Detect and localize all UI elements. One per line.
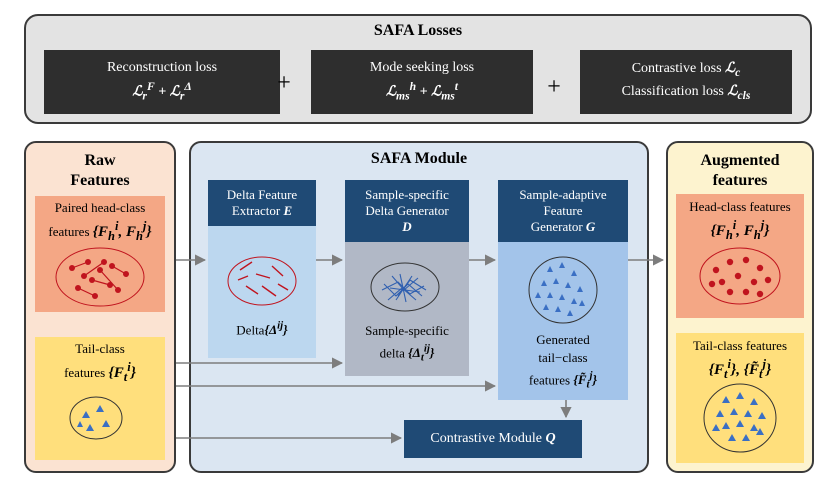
classification-loss-symbol: ℒcls [727, 84, 751, 102]
delta-feature-extractor-header: Delta Feature Extractor E [208, 180, 316, 226]
feat-gen-symbol: G [585, 219, 596, 234]
sample-specific-delta-cluster [370, 262, 440, 312]
delta-gen-line1: Sample-specific [365, 187, 449, 202]
reconstruction-loss-formula: ℒrF + ℒrΔ [132, 80, 192, 103]
tail-class-box [35, 337, 165, 460]
extractor-line2: Extractor [231, 203, 281, 218]
paired-head-class-box [35, 196, 165, 312]
gen-caption-line1: Generated [536, 331, 590, 347]
aug-tail-math: {Fti}, {F̃tj} [708, 357, 772, 381]
sample-specific-delta-caption: Sample-specific delta {Δtij} [345, 322, 469, 366]
mode-seeking-loss-label: Mode seeking loss [369, 60, 475, 76]
gen-caption-line2: tail−class [538, 349, 588, 365]
feature-generator-header: Sample-adaptive Feature Generator G [498, 180, 628, 242]
plus-sign-2: + [547, 73, 561, 100]
safa-module-title: SAFA Module [370, 150, 468, 167]
aug-title-line2: features [712, 172, 768, 189]
mode-seeking-loss-box: Mode seeking loss ℒmsh + ℒmst [311, 50, 533, 114]
paired-head-class-label: Paired head-class features {Fhi, Fhj} [35, 200, 165, 244]
raw-features-title: Raw Features [24, 150, 176, 192]
contrastive-classification-loss-box: Contrastive loss ℒc Classification loss … [580, 50, 792, 114]
tail-class-label: Tail-class features {Fti} [35, 341, 165, 384]
ssd-caption-line1: Sample-specific [365, 322, 449, 338]
augmented-features-title: Augmented features [666, 150, 814, 192]
head-label-line1: Paired head-class [54, 200, 146, 215]
aug-head-math: {Fhi, Fhj} [710, 218, 770, 242]
aug-head-label-text: Head-class features [689, 199, 791, 214]
flow-arrows [176, 254, 665, 444]
ssd-caption-line2: delta [379, 344, 405, 360]
plus-sign-1: + [277, 69, 291, 96]
aug-tail-label-text: Tail-class features [692, 338, 787, 353]
tail-label-line2: features [64, 365, 106, 380]
aug-head-cluster [699, 247, 781, 305]
feat-gen-line3: Generator [530, 219, 583, 234]
reconstruction-loss-label: Reconstruction loss [106, 60, 218, 76]
feat-gen-line2: Feature [543, 203, 583, 218]
head-label-line2: features [48, 224, 90, 239]
raw-head-cluster [55, 247, 145, 307]
raw-title-line2: Features [70, 172, 130, 189]
classification-loss-line: Classification loss ℒcls [622, 82, 751, 105]
delta-gen-symbol: D [402, 219, 412, 234]
aug-head-class-label: Head-class features {Fhi, Fhj} [676, 198, 804, 244]
contrastive-module-label: Contrastive Module [430, 431, 542, 446]
extractor-symbol: E [283, 203, 293, 218]
contrastive-loss-label: Contrastive loss [631, 61, 722, 77]
delta-generator-header: Sample-specific Delta Generator D [345, 180, 469, 242]
aug-head-class-box [676, 194, 804, 318]
generated-features-cluster [528, 256, 598, 324]
gen-caption-math: {F̃tj} [573, 369, 598, 391]
delta-caption: Delta{Δij} [208, 316, 316, 340]
losses-title: SAFA Losses [373, 22, 463, 39]
classification-loss-label: Classification loss [621, 84, 724, 99]
contrastive-loss-symbol: ℒc [725, 61, 741, 79]
aug-tail-class-label: Tail-class features {Fti}, {F̃tj} [676, 337, 804, 383]
delta-caption-text: Delta [236, 322, 265, 338]
mode-seeking-loss-formula: ℒmsh + ℒmst [385, 80, 459, 103]
reconstruction-loss-box: Reconstruction loss ℒrF + ℒrΔ [44, 50, 280, 114]
delta-gen-line2: Delta Generator [365, 203, 449, 218]
ssd-caption-math: {Δtij} [408, 342, 435, 364]
aug-title-line1: Augmented [700, 152, 780, 169]
contrastive-loss-line: Contrastive loss ℒc [632, 59, 741, 82]
delta-lines-cluster [227, 256, 297, 306]
raw-title-line1: Raw [84, 152, 116, 169]
delta-caption-math: {Δij} [264, 319, 288, 338]
generated-features-caption: Generated tail−class features {F̃tj} [498, 332, 628, 392]
contrastive-module-box: Contrastive Module Q [404, 420, 582, 458]
aug-tail-cluster [703, 383, 777, 453]
extractor-line1: Delta Feature [226, 187, 298, 202]
head-features-math: {Fhi, Fhj} [92, 219, 152, 243]
contrastive-module-symbol: Q [545, 431, 556, 446]
raw-tail-cluster [69, 396, 123, 440]
tail-features-math: {Fti} [108, 360, 136, 384]
tail-label-line1: Tail-class [75, 341, 125, 356]
gen-caption-line3: features [528, 371, 571, 387]
feat-gen-line1: Sample-adaptive [519, 187, 607, 202]
